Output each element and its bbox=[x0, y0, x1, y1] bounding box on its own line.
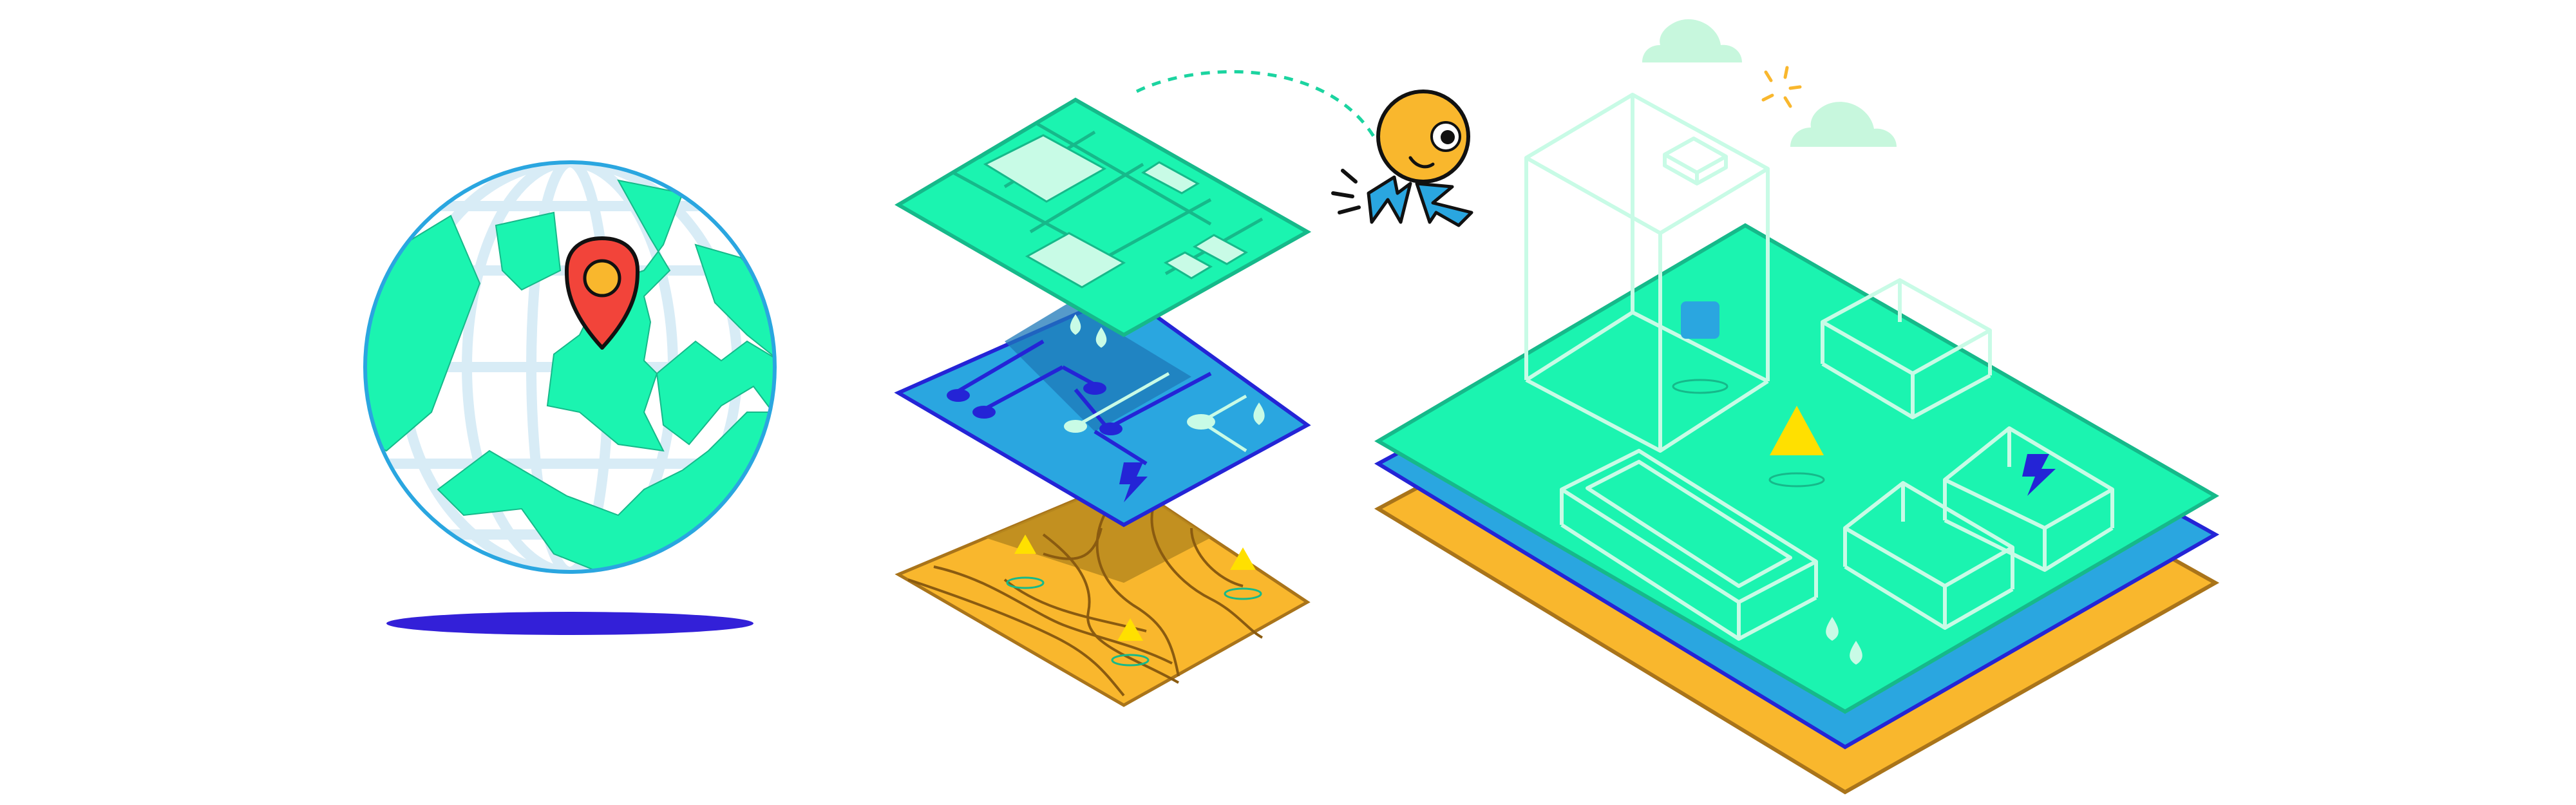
city-layer bbox=[895, 97, 1312, 337]
sun-icon bbox=[1761, 66, 1802, 108]
utility-layer bbox=[894, 290, 1311, 527]
triangle-marker-icon bbox=[1006, 535, 1045, 589]
cloud-icon bbox=[1790, 102, 1897, 147]
globe-group bbox=[363, 160, 777, 635]
character-icon bbox=[1331, 90, 1473, 227]
building-box-mid bbox=[1843, 481, 2014, 630]
building-tower bbox=[1524, 93, 1770, 453]
triangle-marker-icon bbox=[1111, 618, 1150, 667]
layer-stack-combined bbox=[1374, 93, 2220, 795]
building-long bbox=[1560, 449, 1818, 641]
triangle-marker-icon bbox=[1768, 406, 1825, 488]
water-drop-icon bbox=[1070, 314, 1107, 348]
water-drop-icon bbox=[1826, 617, 1862, 665]
city-layer-combined bbox=[1374, 223, 2219, 714]
building-box bbox=[1821, 278, 1992, 419]
globe-icon bbox=[365, 162, 775, 572]
trajectory-dashed-line bbox=[1135, 70, 1377, 140]
lightning-icon bbox=[2022, 454, 2056, 496]
cloud-icon bbox=[1642, 19, 1742, 62]
water-drop-icon bbox=[1253, 402, 1265, 425]
utility-marker-square bbox=[1681, 301, 1719, 339]
lightning-icon bbox=[1119, 462, 1148, 502]
triangle-marker-icon bbox=[1224, 547, 1262, 600]
building-box-right bbox=[1943, 426, 2114, 572]
layer-stack-exploded bbox=[894, 70, 1377, 707]
globe-shadow bbox=[386, 612, 753, 635]
map-pin-icon bbox=[565, 236, 639, 350]
